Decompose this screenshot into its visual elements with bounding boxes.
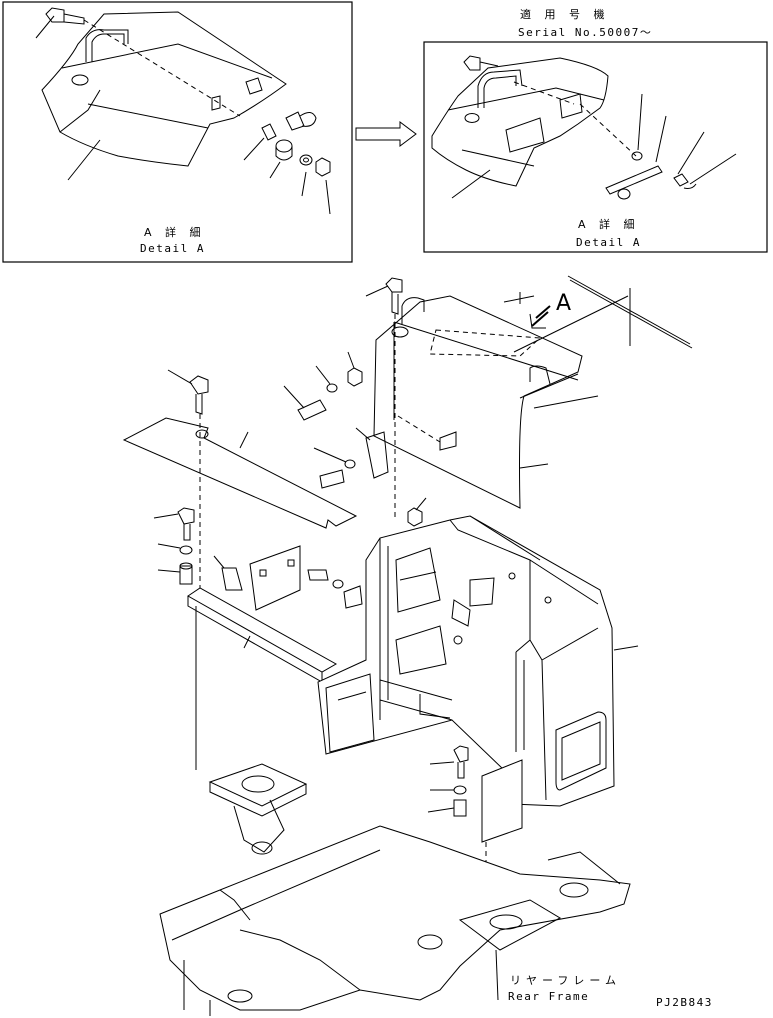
detail-a-left-label-jp: A 詳 細 bbox=[144, 225, 206, 239]
left-plate bbox=[122, 417, 358, 529]
bracket-plate-right bbox=[481, 759, 523, 843]
detail-a-left: A 詳 細 Detail A bbox=[2, 1, 353, 263]
main-frame bbox=[317, 515, 615, 807]
detail-a-right: 適 用 号 機 Serial No.50007〜 A 詳 細 Detail A bbox=[423, 7, 768, 253]
cover-plate-left bbox=[41, 11, 287, 167]
small-bracket bbox=[249, 545, 301, 611]
drawing-number: PJ2B843 bbox=[656, 996, 713, 1009]
rear-frame-label-jp: リヤーフレーム bbox=[510, 974, 621, 987]
applicable-serial-heading: 適 用 号 機 bbox=[520, 7, 610, 21]
detail-a-left-label-en: Detail A bbox=[140, 242, 205, 255]
cover-plate-right bbox=[431, 57, 609, 187]
rear-mount-pad bbox=[458, 899, 562, 951]
top-cover bbox=[373, 295, 583, 509]
mounting-plate-left bbox=[208, 763, 308, 807]
cross-beam bbox=[187, 587, 338, 673]
view-arrow-a: A bbox=[529, 291, 571, 329]
detail-transition-arrow bbox=[355, 121, 417, 147]
rear-frame-label-en: Rear Frame bbox=[508, 990, 589, 1003]
rear-frame bbox=[159, 825, 631, 1011]
detail-a-left-frame bbox=[2, 1, 353, 263]
access-window bbox=[555, 711, 607, 791]
detail-a-right-frame bbox=[423, 41, 768, 253]
detail-a-right-label-jp: A 詳 細 bbox=[578, 217, 640, 231]
main-assembly: A bbox=[122, 275, 693, 1016]
applicable-serial-number: Serial No.50007〜 bbox=[518, 26, 652, 39]
view-arrow-a-label: A bbox=[556, 291, 571, 316]
detail-a-right-label-en: Detail A bbox=[576, 236, 641, 249]
